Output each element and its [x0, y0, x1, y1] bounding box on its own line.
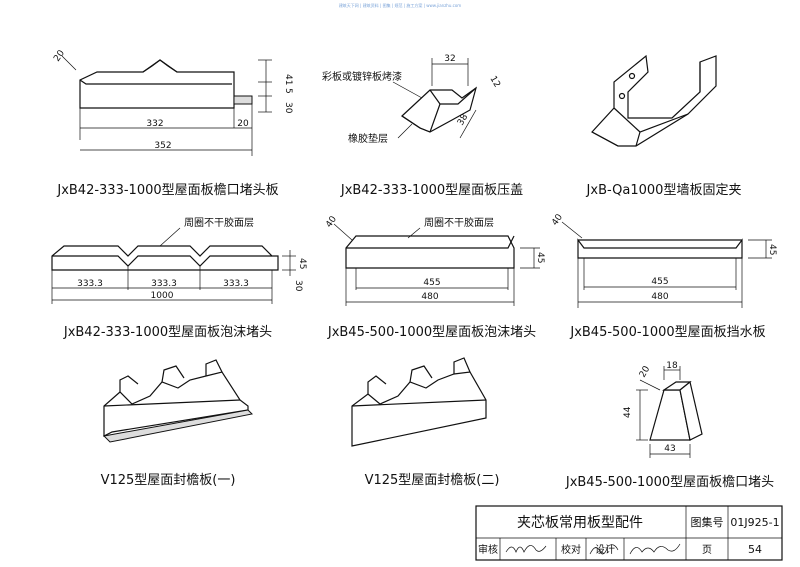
dim-455: 455 — [651, 277, 668, 287]
dim-20-right: 20 — [237, 119, 249, 129]
dim-333-2: 333.3 — [151, 279, 177, 289]
figure-8-v125-trim-2: V125型屋面封檐板(二) — [351, 357, 500, 488]
atlas-label: 图集号 — [691, 515, 724, 529]
figure-2-cap-plate: 32 12 38 彩板或镀锌板烤漆 橡胶垫层 JxB42-333-1000型屋面… — [322, 54, 523, 198]
dim-43: 43 — [664, 444, 675, 454]
dim-30: 30 — [283, 102, 293, 114]
dim-333-3: 333.3 — [223, 279, 249, 289]
caption-f3: JxB-Qa1000型墙板固定夹 — [586, 183, 742, 198]
dim-18: 18 — [666, 361, 678, 371]
caption-f2: JxB42-333-1000型屋面板压盖 — [340, 183, 523, 198]
caption-f7: V125型屋面封檐板(一) — [101, 473, 236, 488]
dim-5: 5 — [283, 88, 293, 94]
caption-f8: V125型屋面封檐板(二) — [365, 473, 500, 488]
dim-480: 480 — [651, 292, 668, 302]
note-color-steel: 彩板或镀锌板烤漆 — [322, 70, 402, 83]
figure-7-v125-trim-1: V125型屋面封檐板(一) — [101, 359, 254, 488]
checker-signature — [589, 544, 619, 555]
designer-signature — [629, 543, 681, 555]
caption-f9: JxB45-500-1000型屋面板檐口堵头 — [565, 475, 774, 490]
figure-3-wall-clip: JxB-Qa1000型墙板固定夹 — [586, 54, 742, 198]
dim-32: 32 — [444, 54, 455, 64]
dim-44: 44 — [623, 406, 633, 418]
caption-f4: JxB42-333-1000型屋面板泡沫堵头 — [63, 325, 272, 340]
figure-4-foam-stopper-333: 333.3 333.3 333.3 1000 45 30 周圈不干胶面层 JxB… — [51, 216, 307, 340]
design-label: 设计 — [595, 543, 615, 556]
figure-6-water-stop: 455 480 40 45 JxB45-500-1000型屋面板挡水板 — [550, 212, 777, 340]
dim-45: 45 — [535, 252, 545, 263]
watermark: 建筑天下网 | 建筑资料 | 图集 | 规范 | 施工方案 | www.jian… — [339, 2, 461, 8]
reviewer-signature — [505, 545, 547, 553]
dim-455: 455 — [423, 278, 440, 288]
dim-352: 352 — [154, 141, 171, 151]
dim-30: 30 — [293, 280, 303, 292]
note-adhesive: 周圈不干胶面层 — [184, 216, 254, 229]
dim-480: 480 — [421, 292, 438, 302]
dim-12: 12 — [487, 75, 501, 90]
dim-41: 41 — [283, 74, 293, 85]
page-number: 54 — [748, 543, 762, 556]
page-label: 页 — [702, 544, 712, 556]
title-block: 夹芯板常用板型配件 图集号 01J925-1 审核 校对 设计 页 54 — [475, 505, 783, 561]
review-label: 审核 — [478, 543, 498, 556]
atlas-number: 01J925-1 — [730, 516, 779, 529]
dim-45: 45 — [767, 244, 777, 255]
drawing-title: 夹芯板常用板型配件 — [517, 515, 643, 531]
dim-333-1: 333.3 — [77, 279, 103, 289]
caption-f6: JxB45-500-1000型屋面板挡水板 — [569, 325, 765, 340]
check-label: 校对 — [561, 543, 581, 556]
dim-45: 45 — [297, 258, 307, 269]
dim-332: 332 — [146, 119, 163, 129]
dim-1000: 1000 — [151, 291, 174, 301]
note-adhesive: 周圈不干胶面层 — [424, 216, 494, 229]
figure-9-eave-stopper: 18 20 44 43 JxB45-500-1000型屋面板檐口堵头 — [565, 361, 774, 490]
caption-f1: JxB42-333-1000型屋面板檐口堵头板 — [56, 183, 278, 198]
note-rubber-pad: 橡胶垫层 — [348, 132, 388, 145]
caption-f5: JxB45-500-1000型屋面板泡沫堵头 — [327, 325, 536, 340]
figure-5-foam-stopper-500: 455 480 40 45 周圈不干胶面层 JxB45-500-1000型屋面板… — [324, 214, 545, 340]
figure-1-eave-end-plate: 332 20 352 20 41 5 30 JxB42-333-1000型屋面板… — [52, 48, 293, 198]
